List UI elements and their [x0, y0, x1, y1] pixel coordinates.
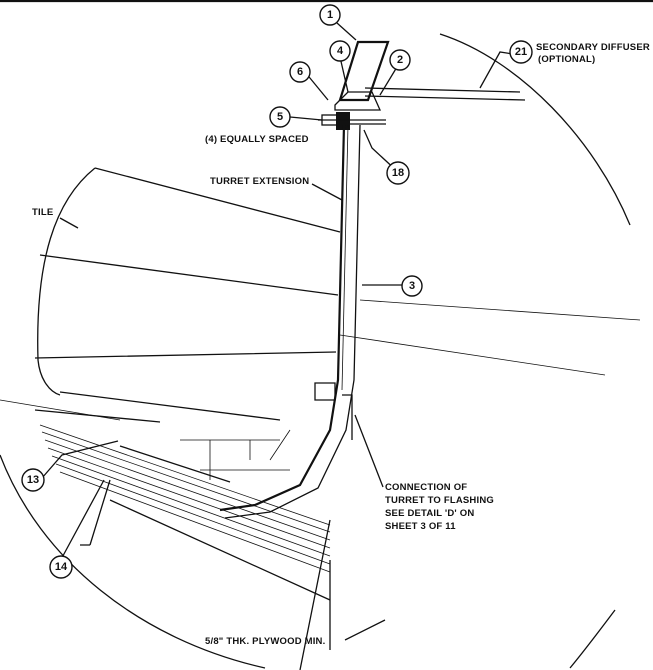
- reference-lines: [0, 299, 641, 421]
- leader-lines: [41, 22, 514, 641]
- equally-spaced-label: (4) EQUALLY SPACED: [205, 134, 309, 145]
- callout-3: 3: [401, 275, 423, 297]
- callout-1: 1: [319, 4, 341, 26]
- secondary-diffuser-label: SECONDARY DIFFUSER: [536, 42, 650, 53]
- callout-18: 18: [386, 161, 410, 185]
- secondary-diffuser: [364, 87, 526, 101]
- tile-arc-left: [37, 167, 96, 396]
- callout-14: 14: [49, 555, 73, 579]
- callout-3-text: 3: [409, 280, 415, 292]
- connection-label-2: TURRET TO FLASHING: [385, 495, 494, 506]
- plywood-label: 5/8" THK. PLYWOOD MIN.: [205, 636, 325, 647]
- callout-6: 6: [289, 61, 311, 83]
- callout-13-text: 13: [27, 474, 39, 486]
- callout-14-text: 14: [55, 561, 68, 573]
- tile-label: TILE: [32, 207, 53, 218]
- callout-4: 4: [329, 40, 351, 62]
- callout-21: 21: [509, 40, 533, 64]
- secondary-diffuser-optional-label: (OPTIONAL): [538, 54, 595, 65]
- connection-label-3: SEE DETAIL 'D' ON: [385, 508, 474, 519]
- flashing-bracket: [314, 382, 353, 440]
- callout-1-text: 1: [327, 9, 333, 21]
- callout-5: 5: [269, 106, 291, 128]
- tile-panels: [180, 429, 291, 480]
- turret-extension-line: [341, 124, 349, 391]
- callout-4-text: 4: [337, 45, 344, 57]
- callout-13: 13: [21, 468, 45, 492]
- callout-5-text: 5: [277, 111, 283, 123]
- turret-collar: [334, 91, 382, 111]
- callout-21-text: 21: [515, 46, 527, 58]
- detail-circle: [0, 33, 631, 669]
- turret-cap: [338, 40, 390, 102]
- callout-6-text: 6: [297, 66, 303, 78]
- plywood-hatch: [39, 424, 331, 573]
- plywood-edges: [80, 479, 331, 670]
- turret-tube: [219, 124, 346, 512]
- callout-2-text: 2: [397, 54, 403, 66]
- connection-label-1: CONNECTION OF: [385, 482, 467, 493]
- bolt: [318, 112, 386, 130]
- callout-18-text: 18: [392, 167, 404, 179]
- tile-profile: [34, 167, 341, 423]
- connection-label-4: SHEET 3 OF 11: [385, 521, 456, 532]
- turret-extension-label: TURRET EXTENSION: [210, 176, 309, 187]
- callout-2: 2: [389, 49, 411, 71]
